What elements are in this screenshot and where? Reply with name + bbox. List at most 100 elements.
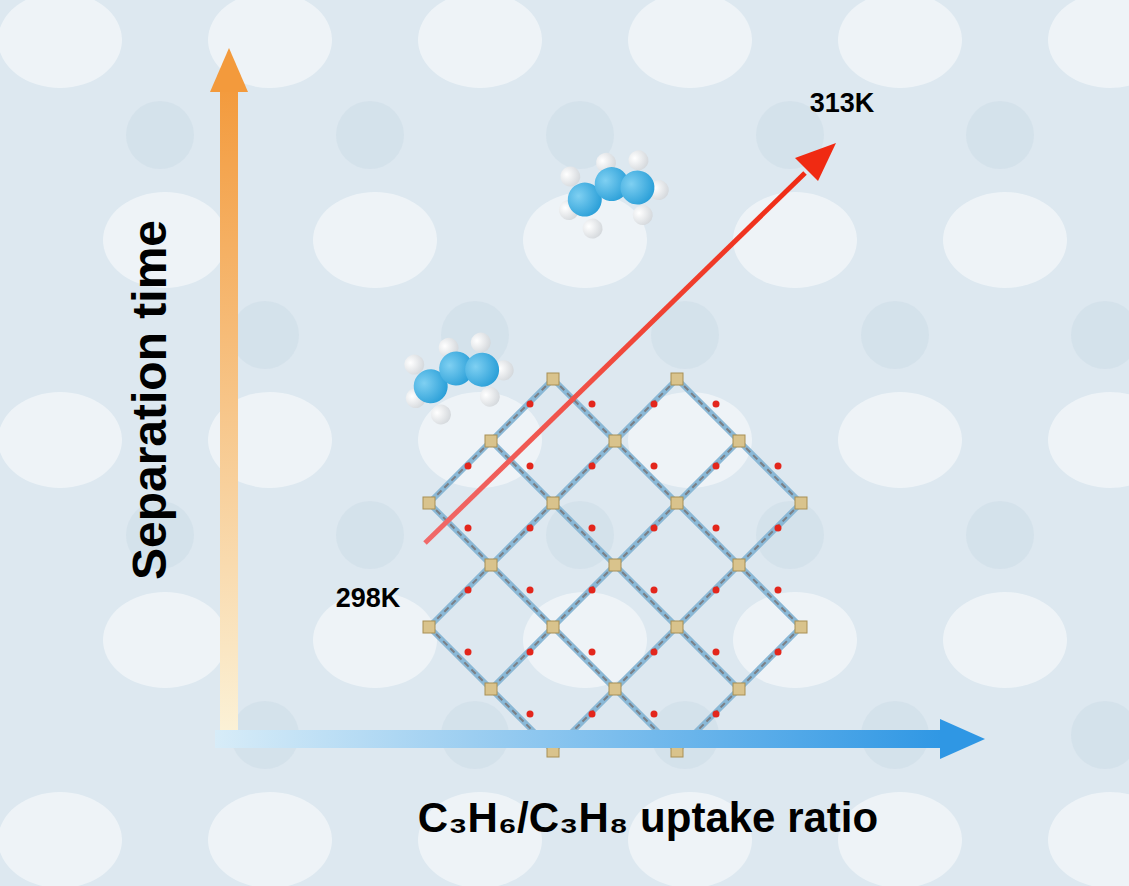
linker (491, 565, 553, 627)
metal-node (485, 683, 497, 695)
arrow-head (210, 48, 248, 92)
oxygen-atom (589, 711, 596, 718)
pore-wall (1071, 301, 1129, 369)
metal-node (795, 497, 807, 509)
linker (491, 627, 553, 689)
oxygen-atom (713, 401, 720, 408)
axis-arrow (215, 730, 945, 748)
linker (615, 441, 677, 503)
linker (491, 379, 553, 441)
pore (838, 392, 962, 488)
metal-node (671, 497, 683, 509)
linker (677, 441, 739, 503)
oxygen-atom (651, 525, 658, 532)
hydrogen-atom (626, 148, 650, 172)
oxygen-atom (527, 525, 534, 532)
linker (491, 503, 553, 565)
pore (1048, 392, 1129, 488)
oxygen-atom (775, 463, 782, 470)
pore (0, 392, 122, 488)
linker (615, 441, 677, 503)
pore (943, 192, 1067, 288)
metal-node (609, 435, 621, 447)
linker (615, 379, 677, 441)
metal-node (733, 683, 745, 695)
carbon-atom (617, 167, 659, 209)
linker (677, 627, 739, 689)
pore (733, 192, 857, 288)
pore (418, 0, 542, 88)
linker (491, 627, 553, 689)
linker (553, 627, 615, 689)
hydrogen-atom (580, 216, 604, 240)
linker (615, 503, 677, 565)
linker (429, 441, 491, 503)
linker (677, 565, 739, 627)
linker (739, 627, 801, 689)
metal-node (609, 559, 621, 571)
linker (429, 627, 491, 689)
axis-arrow (220, 85, 238, 730)
metal-node (423, 497, 435, 509)
pore-wall (966, 101, 1034, 169)
oxygen-atom (465, 463, 472, 470)
oxygen-atom (465, 587, 472, 594)
hydrogen-atom (468, 330, 494, 356)
linker (553, 503, 615, 565)
oxygen-atom (651, 649, 658, 656)
oxygen-atom (589, 401, 596, 408)
linker (553, 565, 615, 627)
propylene (391, 320, 524, 433)
metal-node (671, 621, 683, 633)
oxygen-atom (527, 649, 534, 656)
linker (429, 565, 491, 627)
linker (677, 379, 739, 441)
pore-wall (231, 301, 299, 369)
linker (677, 503, 739, 565)
linker (491, 503, 553, 565)
oxygen-atom (651, 401, 658, 408)
metal-node (547, 497, 559, 509)
oxygen-atom (713, 463, 720, 470)
linker (615, 565, 677, 627)
metal-node (671, 373, 683, 385)
oxygen-atom (527, 587, 534, 594)
pore (313, 192, 437, 288)
carbon-atom (460, 348, 504, 392)
oxygen-atom (713, 649, 720, 656)
pore-wall (861, 301, 929, 369)
pore (208, 792, 332, 886)
pore-wall (966, 501, 1034, 569)
pore-wall (546, 501, 614, 569)
oxygen-atom (465, 525, 472, 532)
oxygen-atom (775, 649, 782, 656)
hydrogen-atom (477, 384, 503, 410)
oxygen-atom (465, 649, 472, 656)
linker (491, 565, 553, 627)
oxygen-atom (527, 463, 534, 470)
pore (1048, 792, 1129, 886)
linker (677, 441, 739, 503)
temperature-label: 298K (336, 585, 401, 612)
oxygen-atom (589, 525, 596, 532)
oxygen-atom (527, 711, 534, 718)
linker (739, 503, 801, 565)
linker (615, 503, 677, 565)
pore (943, 592, 1067, 688)
linker (739, 503, 801, 565)
oxygen-atom (589, 463, 596, 470)
linker (553, 503, 615, 565)
hydrogen-atom (428, 402, 454, 428)
oxygen-atom (527, 401, 534, 408)
metal-node (795, 621, 807, 633)
oxygen-atom (589, 649, 596, 656)
pore (838, 0, 962, 88)
linker (739, 565, 801, 627)
metal-node (733, 435, 745, 447)
propylene (547, 139, 676, 245)
pore (628, 0, 752, 88)
linker (429, 441, 491, 503)
linker (553, 441, 615, 503)
